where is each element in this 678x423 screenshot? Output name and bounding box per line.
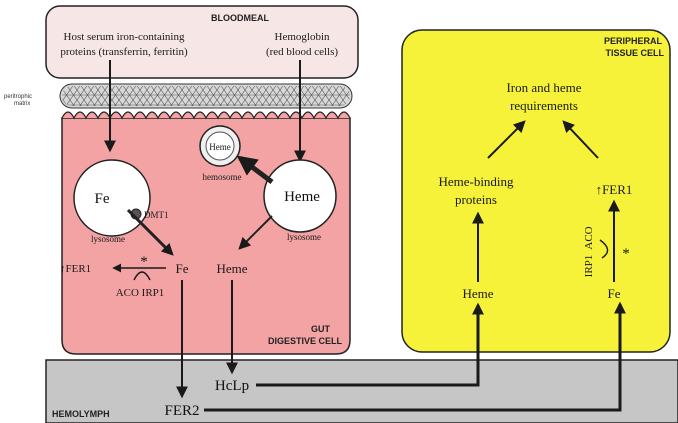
gut-fe-label: Fe xyxy=(176,261,189,276)
bloodmeal-title: BLOODMEAL xyxy=(211,13,269,23)
hemolymph-region xyxy=(46,360,678,423)
heme-binding-line1: Heme-binding xyxy=(438,174,514,189)
hclp-label: HcLp xyxy=(215,378,249,394)
peripheral-title-1: PERIPHERAL xyxy=(604,36,663,46)
bloodmeal-right-line2: (red blood cells) xyxy=(266,46,338,58)
microvilli-edge xyxy=(62,112,350,118)
peritrophic-label-1: peritrophic xyxy=(4,94,32,100)
gut-title-2: DIGESTIVE CELL xyxy=(268,336,343,346)
peripheral-heme-label: Heme xyxy=(462,286,493,301)
peritrophic-label-2: matrix xyxy=(14,101,30,107)
peripheral-fer1-label: ↑FER1 xyxy=(596,182,633,197)
peripheral-fe-label: Fe xyxy=(608,286,621,301)
gut-title-1: GUT xyxy=(311,324,331,334)
peripheral-title-2: TISSUE CELL xyxy=(605,48,664,58)
hemosome-label: hemosome xyxy=(203,172,242,182)
lysosome-left-label: lysosome xyxy=(91,234,125,244)
fer2-label: FER2 xyxy=(164,403,199,419)
fe-lysosome-label: Fe xyxy=(95,191,110,207)
gut-aco-irp1-label: ACO IRP1 xyxy=(116,287,165,299)
hemosome-heme-label: Heme xyxy=(209,142,231,152)
peripheral-asterisk: * xyxy=(622,246,630,262)
gut-fer1-label: ↑FER1 xyxy=(60,263,91,275)
fe-lysosome xyxy=(74,160,150,236)
hemolymph-title: HEMOLYMPH xyxy=(52,409,110,419)
bloodmeal-right-line1: Hemoglobin xyxy=(275,31,330,43)
gut-heme-label: Heme xyxy=(216,261,247,276)
bloodmeal-left-line2: proteins (transferrin, ferritin) xyxy=(60,46,188,58)
peritrophic-matrix-mesh xyxy=(62,86,350,106)
dmt1-label: DMT1 xyxy=(144,210,169,220)
requirements-line1: Iron and heme xyxy=(506,80,581,95)
peripheral-irp1-label: IRP1 xyxy=(583,255,595,278)
lysosome-right-label: lysosome xyxy=(287,232,321,242)
heme-binding-line2: proteins xyxy=(455,192,497,207)
requirements-line2: requirements xyxy=(510,98,578,113)
heme-lysosome-label: Heme xyxy=(284,189,320,205)
gut-asterisk: * xyxy=(140,254,148,270)
bloodmeal-left-line1: Host serum iron-containing xyxy=(64,31,185,43)
peripheral-aco-label: ACO xyxy=(583,226,595,249)
